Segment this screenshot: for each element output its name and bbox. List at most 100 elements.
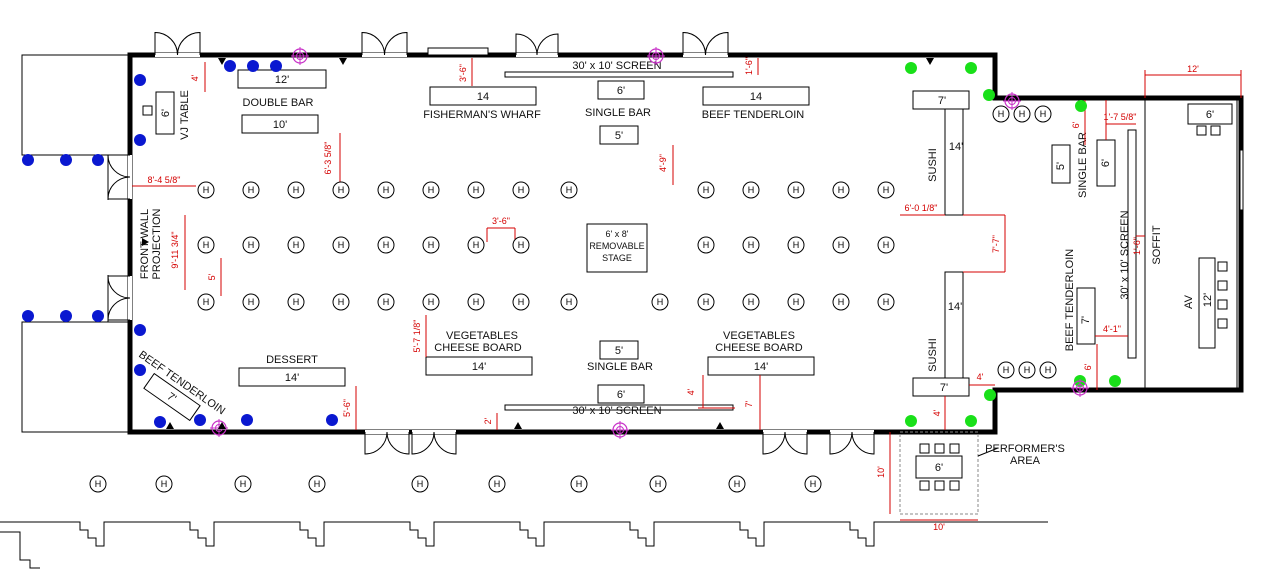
soffit-label: SOFFIT bbox=[1151, 225, 1163, 264]
fishermans-wharf-station: 14 FISHERMAN'S WHARF bbox=[423, 86, 541, 121]
dim-8-4: 8'-4 5/8" bbox=[148, 175, 181, 185]
highboy-letter: H bbox=[428, 297, 435, 307]
wall-marker bbox=[514, 422, 522, 429]
highboy-table: H bbox=[155, 475, 173, 493]
uplight-green bbox=[965, 62, 977, 74]
screen-top: 30' x 10' SCREEN bbox=[504, 60, 734, 78]
highboy-table: H bbox=[287, 293, 305, 311]
single-bar-bottom-length-2: 6' bbox=[617, 389, 625, 401]
highboy-table: H bbox=[997, 361, 1015, 379]
highboy-letter: H bbox=[838, 240, 845, 250]
dim-4-top: 4' bbox=[190, 74, 200, 81]
wall-marker bbox=[339, 58, 347, 65]
highboy-table: H bbox=[308, 475, 326, 493]
highboy-letter: H bbox=[383, 240, 390, 250]
single-bar-right-length-2: 6' bbox=[1100, 159, 1112, 167]
single-bar-right-label: SINGLE BAR bbox=[1077, 132, 1089, 198]
highboy-table: H bbox=[332, 181, 350, 199]
vj-table-length: 6' bbox=[160, 109, 172, 117]
performer-area-label-1: PERFORMER'S bbox=[985, 443, 1065, 455]
dim-6-0: 6'-0 1/8" bbox=[905, 203, 938, 213]
veg-cheese-left-station: VEGETABLES CHEESE BOARD 14' bbox=[425, 330, 533, 376]
dim-4-right: 4' bbox=[977, 372, 984, 382]
highboy-table: H bbox=[877, 236, 895, 254]
beef-tenderloin-top-label: BEEF TENDERLOIN bbox=[702, 109, 805, 121]
single-bar-top-length-2: 5' bbox=[615, 130, 623, 142]
single-bar-bottom: 5' SINGLE BAR 6' bbox=[587, 340, 653, 404]
uplight-blue bbox=[241, 414, 253, 426]
soffit: SOFFIT bbox=[1151, 225, 1163, 264]
uplight-blue bbox=[154, 416, 166, 428]
uplight-blue bbox=[326, 414, 338, 426]
highboy-letter: H bbox=[293, 297, 300, 307]
highboy-letter: H bbox=[203, 297, 210, 307]
highboy-letter: H bbox=[1024, 365, 1031, 375]
highboy-letter: H bbox=[248, 240, 255, 250]
uplight-green bbox=[984, 389, 996, 401]
sushi-top-station: 7' 14' SUSHI bbox=[912, 90, 970, 216]
performer-area: 6' PERFORMER'S AREA bbox=[899, 431, 1065, 515]
highboy-table: H bbox=[377, 236, 395, 254]
double-bar-label: DOUBLE BAR bbox=[243, 97, 314, 109]
doors bbox=[107, 31, 1244, 455]
wall-marker bbox=[218, 58, 226, 65]
sushi-top-label: SUSHI bbox=[927, 148, 939, 182]
veg-cheese-left-l1: VEGETABLES bbox=[446, 330, 518, 342]
highboy-table: H bbox=[234, 475, 252, 493]
dim-1-6-top: 1'-6" bbox=[744, 57, 754, 75]
highboy-letter: H bbox=[566, 185, 573, 195]
highboy-table: H bbox=[197, 293, 215, 311]
dim-6-3: 6'-3 5/8" bbox=[323, 142, 333, 175]
highboy-table: H bbox=[877, 293, 895, 311]
highboy-table: H bbox=[787, 181, 805, 199]
highboy-letter: H bbox=[1040, 109, 1047, 119]
highboy-table: H bbox=[512, 236, 530, 254]
highboy-letter: H bbox=[417, 479, 424, 489]
highboy-table: H bbox=[287, 236, 305, 254]
highboy-table: H bbox=[287, 181, 305, 199]
av-station: 6' 12' AV bbox=[1183, 103, 1233, 349]
single-bar-top-label: SINGLE BAR bbox=[585, 107, 651, 119]
highboy-table: H bbox=[242, 181, 260, 199]
dim-7-7: 7'-7" bbox=[991, 235, 1001, 253]
dim-10-h: 10' bbox=[933, 522, 945, 532]
stage-line-2: REMOVABLE bbox=[589, 241, 644, 251]
projection-label-2: PROJECTION bbox=[151, 209, 163, 280]
highboy-letter: H bbox=[240, 479, 247, 489]
highboy-table: H bbox=[992, 105, 1010, 123]
screen-right-label: 30' x 10' SCREEN bbox=[1119, 210, 1131, 299]
highboy-letter: H bbox=[748, 185, 755, 195]
highboy-letter: H bbox=[473, 240, 480, 250]
highboy-table: H bbox=[467, 236, 485, 254]
highboy-letter: H bbox=[518, 240, 525, 250]
highboy-letter: H bbox=[203, 240, 210, 250]
highboy-letter: H bbox=[248, 297, 255, 307]
highboy-table: H bbox=[422, 236, 440, 254]
highboy-letter: H bbox=[293, 240, 300, 250]
uplight-blue bbox=[22, 310, 34, 322]
speaker-icon bbox=[291, 47, 309, 65]
dim-1-6-right: 1'-6" bbox=[1132, 237, 1142, 255]
dim-4-bottom: 4' bbox=[686, 388, 696, 395]
highboy-letter: H bbox=[793, 240, 800, 250]
highboy-table: H bbox=[1034, 105, 1052, 123]
double-door bbox=[361, 31, 408, 57]
highboy-letter: H bbox=[248, 185, 255, 195]
uplight-blue bbox=[60, 154, 72, 166]
highboy-table: H bbox=[377, 293, 395, 311]
av-table-length: 6' bbox=[1206, 109, 1214, 121]
highboy-letter: H bbox=[293, 185, 300, 195]
highboy-table: H bbox=[697, 181, 715, 199]
highboy-letter: H bbox=[883, 240, 890, 250]
speakers bbox=[210, 47, 1089, 439]
window bbox=[1239, 149, 1244, 211]
dim-6-right: 6' bbox=[1071, 121, 1081, 128]
highboy-table: H bbox=[488, 475, 506, 493]
fishermans-label: FISHERMAN'S WHARF bbox=[423, 109, 541, 121]
highboy-letter: H bbox=[473, 185, 480, 195]
highboy-table: H bbox=[742, 293, 760, 311]
dim-3-6-mid: 3'-6" bbox=[492, 216, 510, 226]
highboy-letter: H bbox=[473, 297, 480, 307]
highboy-letter: H bbox=[748, 240, 755, 250]
uplight-blue bbox=[247, 60, 259, 72]
